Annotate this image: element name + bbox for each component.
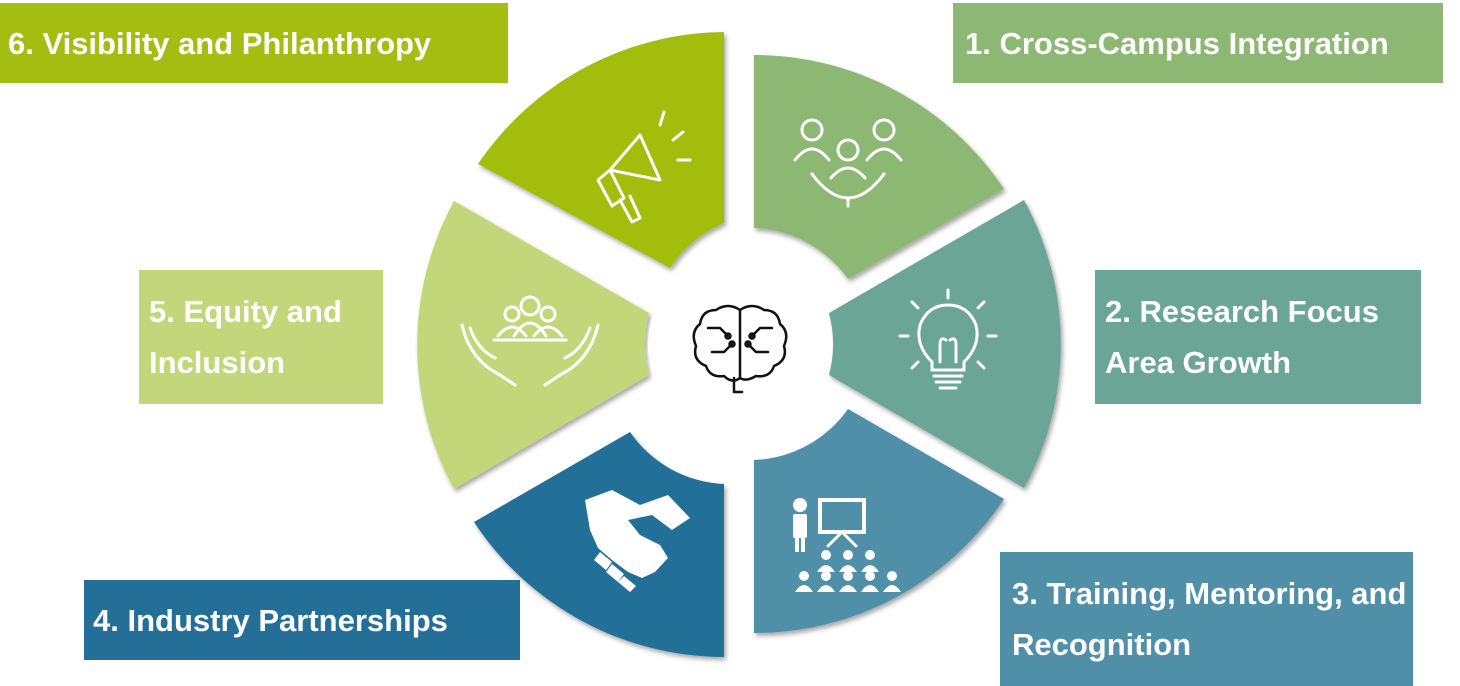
- label-training-mentoring-recognition: 3. Training, Mentoring, and Recognition: [1000, 552, 1413, 686]
- label-6-text: 6. Visibility and Philanthropy: [8, 25, 432, 61]
- label-4-text: 4. Industry Partnerships: [93, 602, 448, 638]
- segment-3-wedge: [754, 409, 1004, 633]
- megaphone-icon: [596, 110, 692, 224]
- segment-6-wedge: [478, 32, 724, 268]
- segment-3-training-mentoring-recognition: [754, 409, 1004, 633]
- segment-1-cross-campus-integration: [754, 54, 1004, 279]
- segment-5-equity-and-inclusion: [417, 201, 649, 489]
- label-equity-and-inclusion: 5. Equity and Inclusion: [139, 270, 383, 404]
- segment-4-industry-partnerships: [474, 432, 724, 657]
- segment-5-wedge: [417, 201, 649, 489]
- label-cross-campus-integration: 1. Cross-Campus Integration: [953, 3, 1443, 83]
- lightbulb-icon: [898, 288, 998, 390]
- label-2-text: 2. Research Focus Area Growth: [1105, 294, 1379, 380]
- label-research-focus-area-growth: 2. Research Focus Area Growth: [1095, 270, 1421, 404]
- brain-circuit-icon: [692, 304, 788, 394]
- segment-6-visibility-and-philanthropy: [478, 32, 724, 268]
- label-1-text: 1. Cross-Campus Integration: [965, 25, 1389, 61]
- presentation-audience-icon: [793, 498, 901, 592]
- segment-1-wedge: [754, 54, 1004, 279]
- segment-2-wedge: [829, 200, 1061, 488]
- label-3-text: 3. Training, Mentoring, and Recognition: [1012, 576, 1407, 662]
- handshake-icon: [585, 490, 690, 592]
- label-visibility-and-philanthropy: 6. Visibility and Philanthropy: [0, 3, 508, 83]
- center-hub: [648, 253, 832, 437]
- people-connected-icon: [793, 118, 903, 208]
- segment-2-research-focus-area-growth: [829, 200, 1061, 488]
- hands-holding-people-icon: [460, 295, 600, 387]
- label-industry-partnerships: 4. Industry Partnerships: [84, 580, 520, 660]
- label-5-text: 5. Equity and Inclusion: [149, 294, 342, 380]
